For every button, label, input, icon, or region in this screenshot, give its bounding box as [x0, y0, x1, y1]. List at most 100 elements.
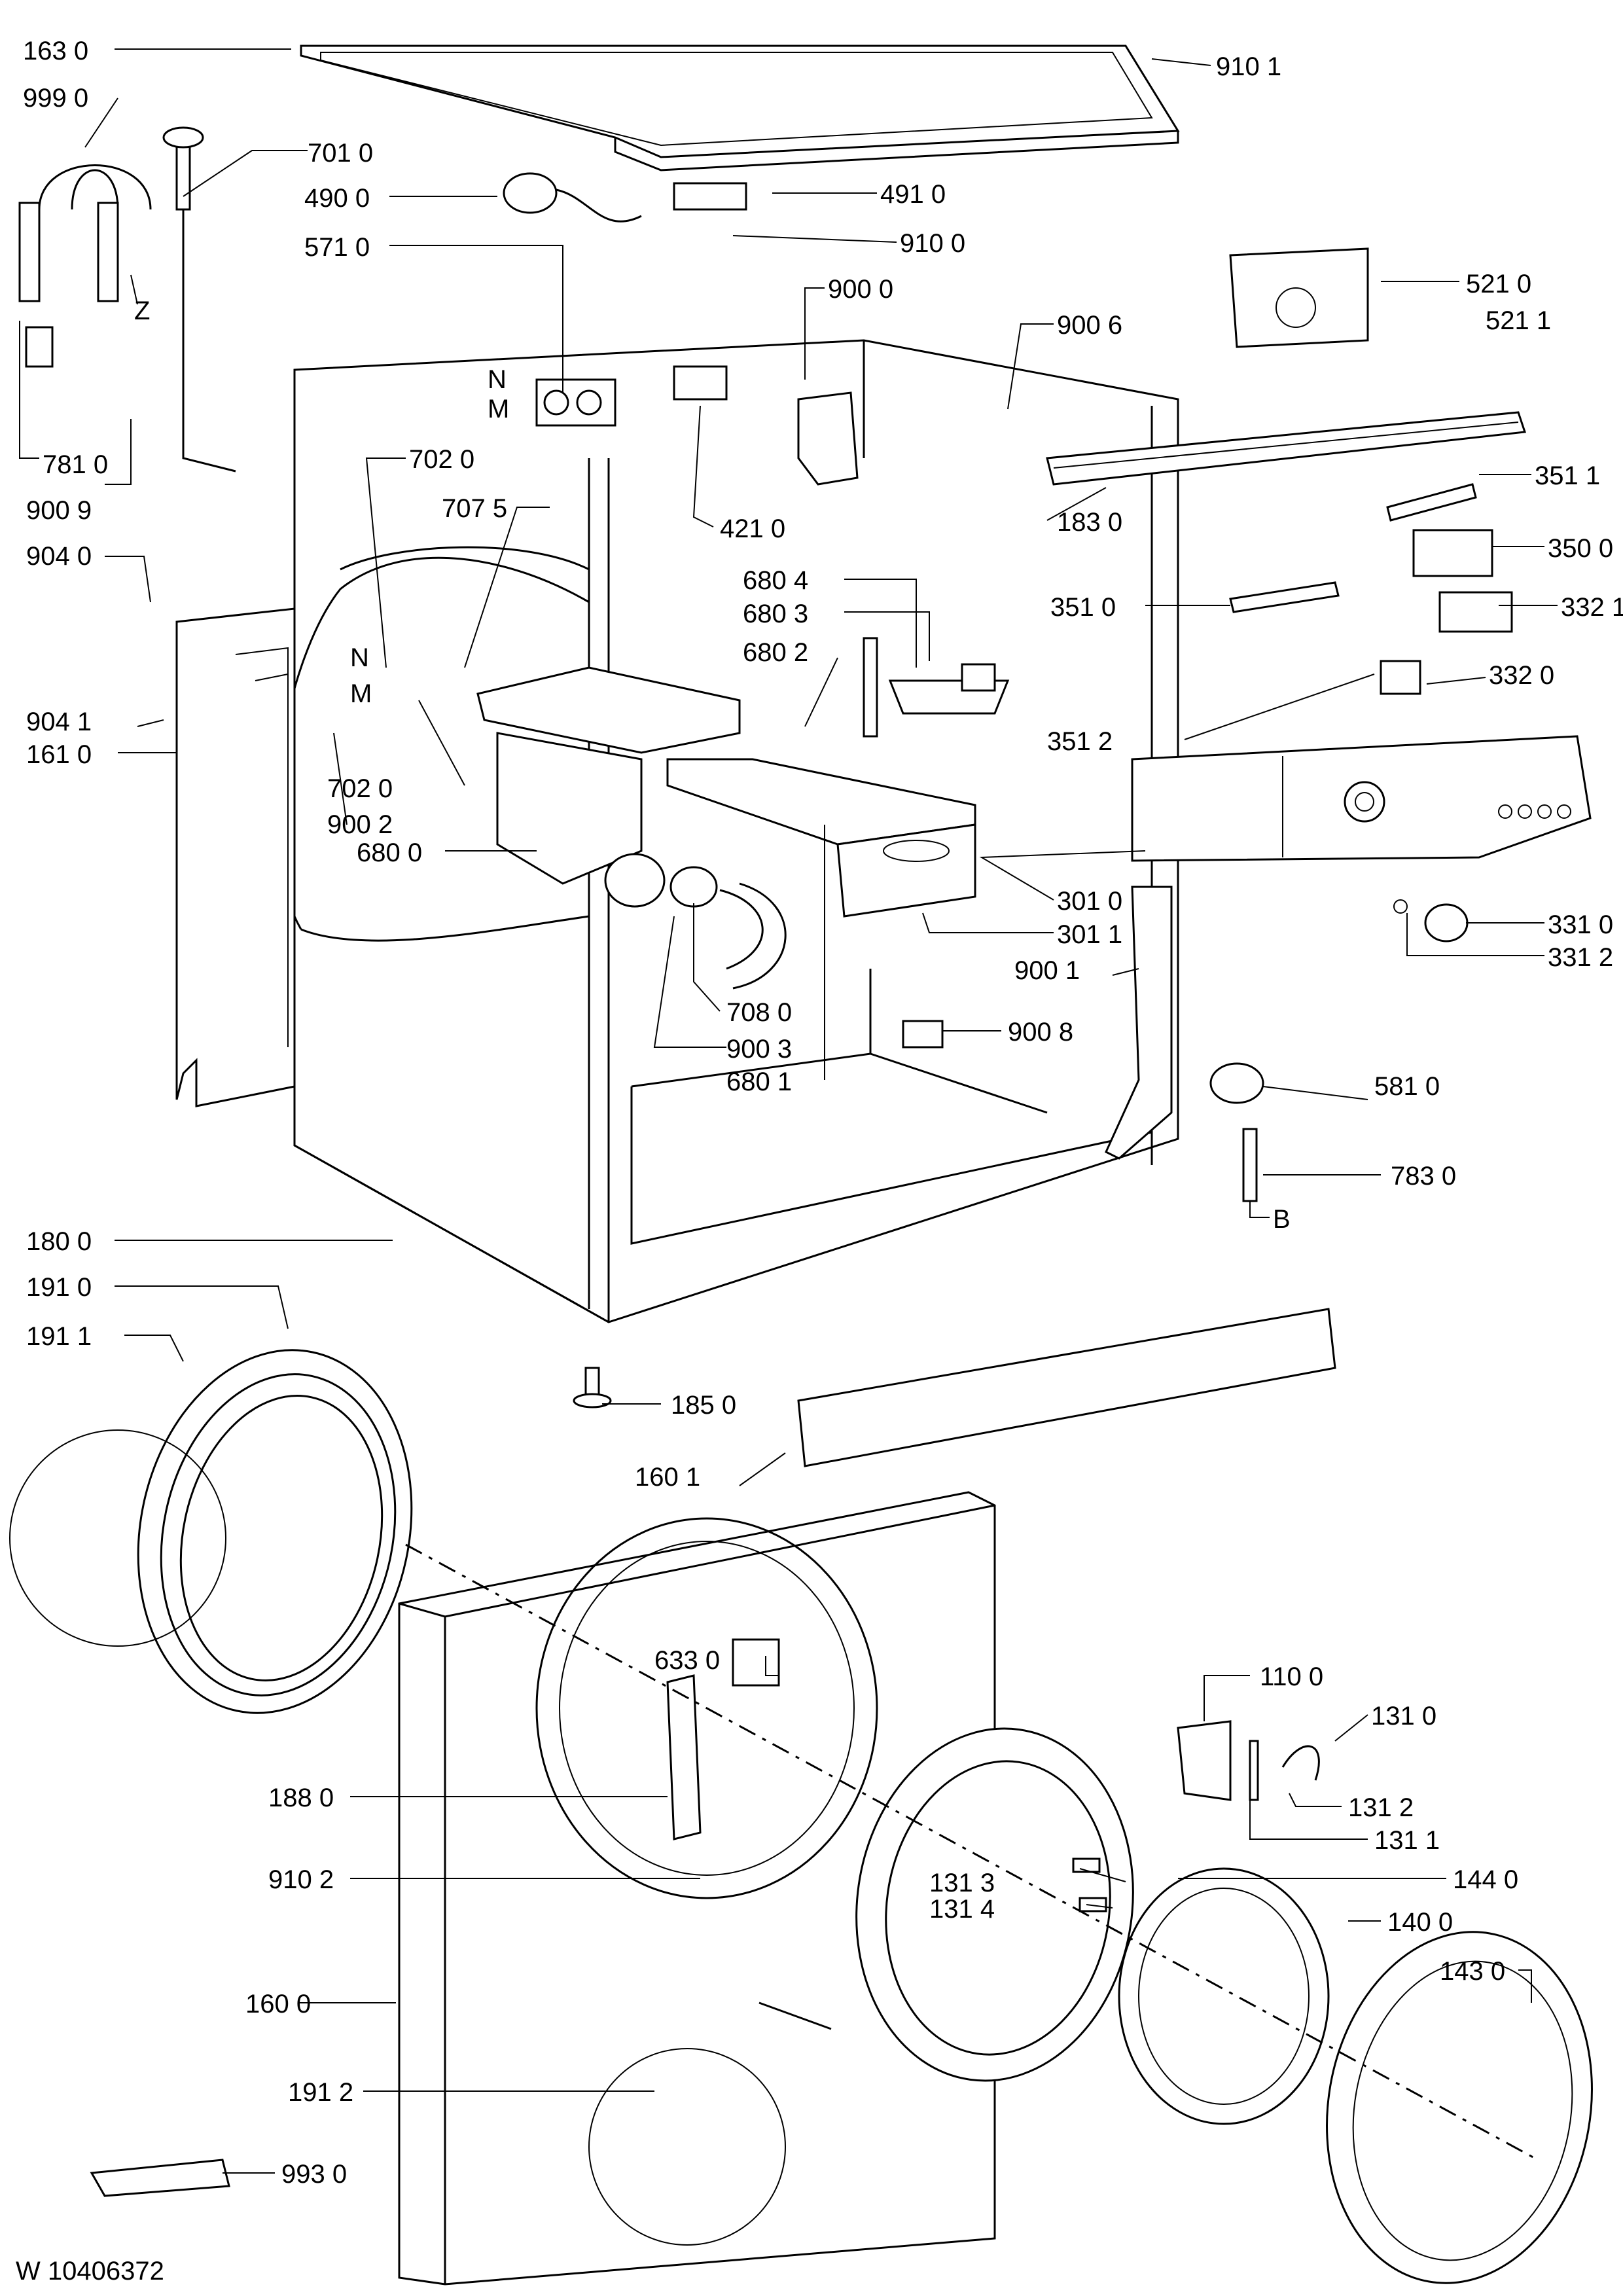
- callout-999-0: 999 0: [23, 84, 89, 113]
- callout-351-0: 351 0: [1050, 593, 1116, 622]
- porthole-glass-outline: [588, 2048, 786, 2246]
- callout-680-1: 680 1: [726, 1067, 793, 1096]
- callout-900-8: 900 8: [1008, 1018, 1074, 1047]
- callout-900-3: 900 3: [726, 1035, 793, 1064]
- button-strip: [1386, 483, 1477, 522]
- callout-185-0: 185 0: [671, 1391, 737, 1420]
- callout-521-0: 521 0: [1466, 270, 1532, 298]
- callout-707-5: 707 5: [442, 494, 508, 523]
- callout-110-0: 110 0: [1260, 1662, 1324, 1691]
- cabinet-frame: [293, 339, 1179, 1323]
- callout-904-0: 904 0: [26, 542, 92, 571]
- callout-351-1: 351 1: [1535, 461, 1601, 490]
- callout-351-2: 351 2: [1047, 727, 1113, 756]
- callout-131-0: 131 0: [1371, 1702, 1437, 1731]
- callout-910-0: 910 0: [900, 229, 966, 258]
- callout-143-0: 143 0: [1440, 1957, 1506, 1986]
- display-board: [1412, 529, 1493, 577]
- callout-571-0: 571 0: [304, 233, 370, 262]
- callout-900-2: 900 2: [327, 810, 393, 839]
- callout-900-9: 900 9: [26, 496, 92, 525]
- callout-301-1: 301 1: [1057, 920, 1123, 949]
- callout-183-0: 183 0: [1057, 508, 1123, 537]
- pressure-switch: [1209, 1062, 1264, 1202]
- callout-680-0: 680 0: [357, 838, 423, 867]
- callout-421-0: 421 0: [720, 514, 786, 543]
- callout-332-1: 332 1: [1561, 593, 1623, 622]
- callout-n-valve: N: [488, 365, 507, 394]
- door-glass: [1118, 1867, 1330, 2125]
- control-board: [1229, 247, 1369, 348]
- button-row: [1229, 581, 1340, 613]
- front-panel: [398, 1491, 996, 2286]
- wiring-strip: [1105, 886, 1173, 1160]
- callout-900-0: 900 0: [828, 275, 894, 304]
- callout-163-0: 163 0: [23, 37, 89, 65]
- callout-160-0: 160 0: [245, 1990, 312, 2018]
- inlet-pipe: [162, 126, 236, 473]
- callout-331-0: 331 0: [1548, 910, 1614, 939]
- callout-191-1: 191 1: [26, 1322, 92, 1351]
- door-lock-block: [673, 365, 728, 401]
- callout-160-1: 160 1: [635, 1463, 701, 1492]
- callout-188-0: 188 0: [268, 1784, 334, 1812]
- door-outer-ring: [1326, 1931, 1593, 2284]
- callout-702-0-bottom: 702 0: [327, 774, 393, 803]
- callout-331-2: 331 2: [1548, 943, 1614, 972]
- service-tool: [90, 2159, 230, 2197]
- clip: [902, 1020, 944, 1049]
- callout-140-0: 140 0: [1387, 1908, 1454, 1937]
- callout-521-1: 521 1: [1486, 306, 1552, 335]
- callout-131-1: 131 1: [1374, 1826, 1440, 1855]
- callout-131-3: 131 3: [929, 1869, 995, 1897]
- callout-144-0: 144 0: [1453, 1865, 1519, 1894]
- callout-680-2: 680 2: [743, 638, 809, 667]
- callout-702-0-top: 702 0: [409, 445, 475, 474]
- callout-191-0: 191 0: [26, 1273, 92, 1302]
- callout-491-0: 491 0: [880, 180, 946, 209]
- water-valves: [535, 378, 616, 427]
- callout-490-0: 490 0: [304, 184, 370, 213]
- door-handle: [1177, 1720, 1320, 1801]
- callout-701-0: 701 0: [308, 139, 374, 168]
- detergent-dispenser: [476, 666, 741, 908]
- document-number: W 10406372: [16, 2257, 164, 2286]
- callout-581-0: 581 0: [1374, 1072, 1440, 1101]
- callout-900-1: 900 1: [1014, 956, 1080, 985]
- knob: [1424, 903, 1469, 942]
- callout-680-3: 680 3: [743, 600, 809, 628]
- control-panel: [1131, 735, 1592, 862]
- door-seal: [137, 1349, 413, 1714]
- callout-900-6: 900 6: [1057, 311, 1123, 340]
- callout-904-1: 904 1: [26, 708, 92, 736]
- callout-781-0: 781 0: [43, 450, 109, 479]
- callout-b: B: [1273, 1205, 1291, 1234]
- top-rail: [1046, 411, 1527, 486]
- callout-910-1: 910 1: [1216, 52, 1282, 81]
- callout-783-0: 783 0: [1391, 1162, 1457, 1191]
- callout-131-2: 131 2: [1348, 1793, 1414, 1822]
- callout-n-hose: N: [350, 643, 369, 672]
- drain-hose: [18, 164, 152, 368]
- bellows-hose: [669, 866, 787, 990]
- button-caps: [1438, 591, 1513, 633]
- door-axis: [405, 1543, 1539, 2161]
- callout-m-valve: M: [488, 395, 510, 423]
- leader-lines: [19, 48, 1558, 2174]
- callout-332-0: 332 0: [1489, 661, 1555, 690]
- knob-bracket: [1380, 660, 1421, 695]
- power-plug: [503, 172, 642, 223]
- door-inner-ring: [855, 1727, 1134, 2082]
- callout-993-0: 993 0: [281, 2160, 348, 2189]
- rail-bar: [863, 637, 878, 738]
- top-cover: [300, 45, 1180, 171]
- callout-910-2: 910 2: [268, 1865, 334, 1894]
- filter: [673, 182, 747, 211]
- bracket-small: [961, 663, 996, 692]
- callout-191-2: 191 2: [288, 2078, 354, 2107]
- callout-301-0: 301 0: [1057, 887, 1123, 916]
- callout-350-0: 350 0: [1548, 534, 1614, 563]
- side-panel: [175, 607, 296, 1107]
- callout-633-0: 633 0: [654, 1646, 721, 1675]
